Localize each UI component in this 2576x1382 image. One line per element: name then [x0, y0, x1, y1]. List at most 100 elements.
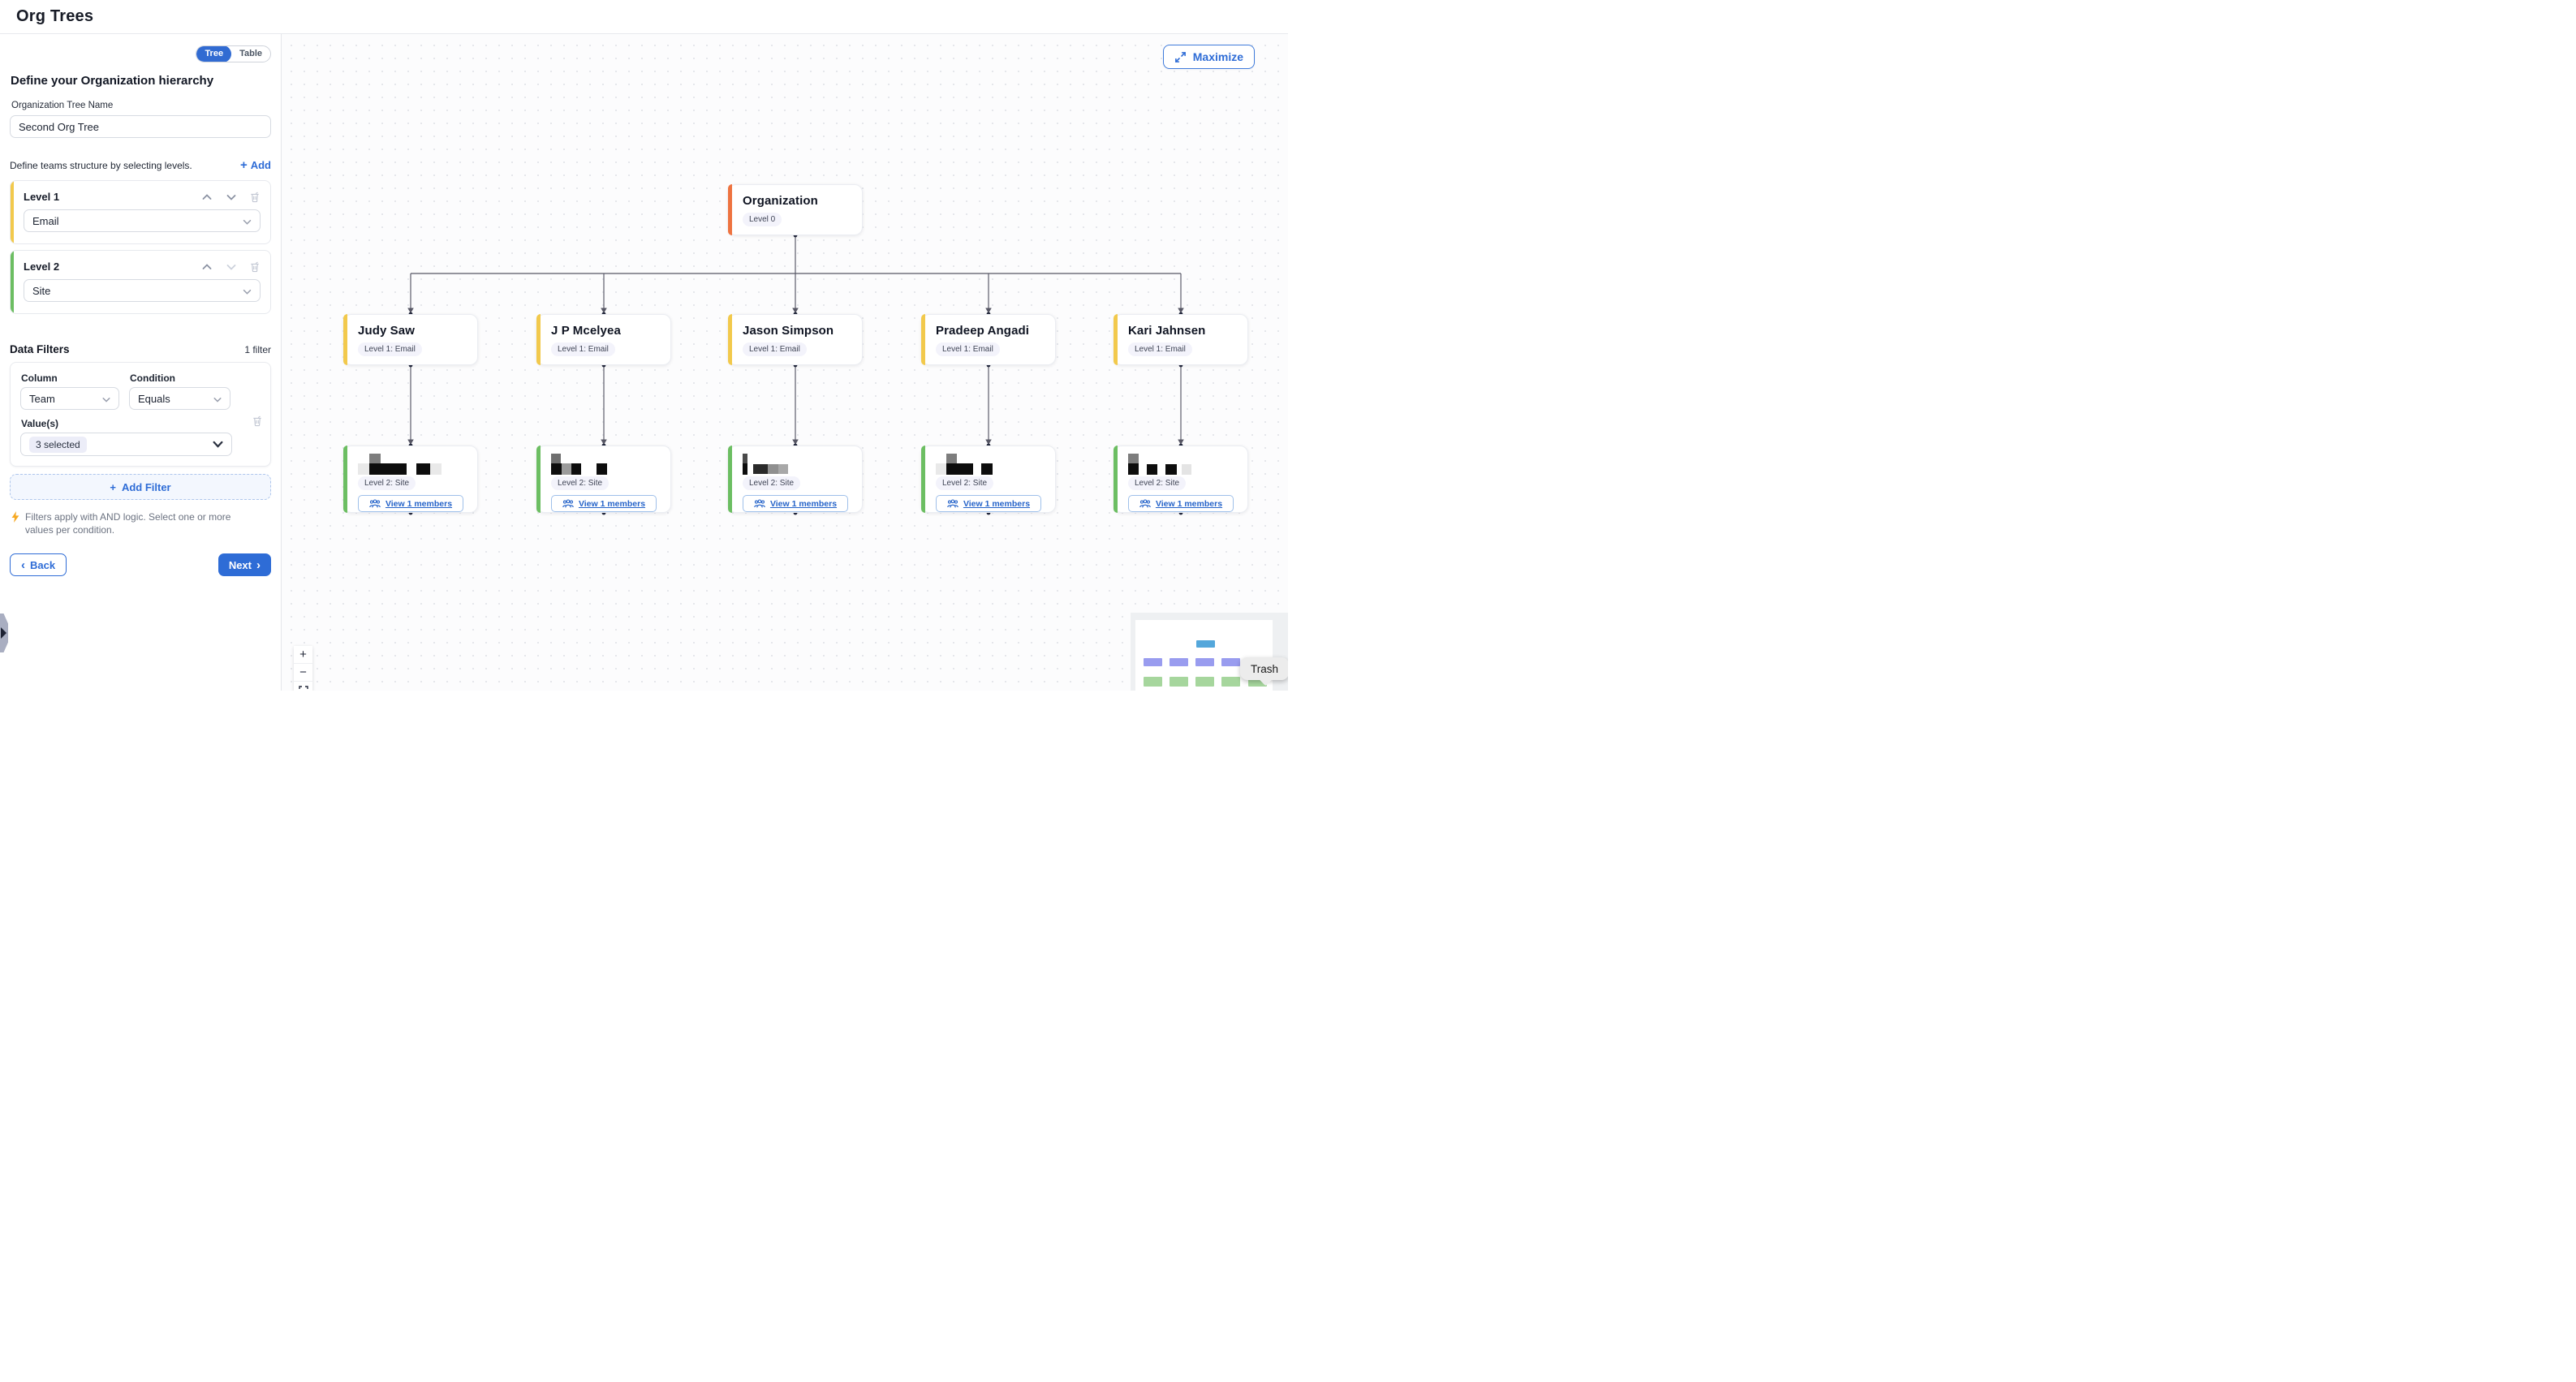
minimap-level2-node	[1195, 677, 1214, 687]
level-card-1: Level 1 Email	[10, 180, 271, 244]
minimap-level2-node	[1247, 677, 1267, 687]
plus-icon: +	[239, 158, 248, 172]
node-accent	[343, 446, 347, 513]
node-accent	[921, 446, 925, 513]
level-badge: Level 2: Site	[743, 476, 801, 490]
level1-node-jason-simpson[interactable]: Jason Simpson Level 1: Email	[728, 314, 863, 365]
people-icon	[947, 499, 958, 508]
chevron-down-icon	[243, 215, 252, 227]
condition-select[interactable]: Equals	[129, 387, 230, 410]
level2-node-3[interactable]: Level 2: Site View 1 members	[728, 446, 863, 513]
zoom-in-button[interactable]: +	[294, 646, 312, 664]
maximize-button[interactable]: Maximize	[1162, 45, 1255, 69]
org-node-root[interactable]: Organization Level 0	[728, 184, 863, 235]
move-down-button[interactable]	[226, 264, 236, 270]
node-accent	[536, 446, 541, 513]
people-icon	[1139, 499, 1151, 508]
data-filters-header: Data Filters 1 filter	[10, 343, 271, 355]
level2-node-2[interactable]: Level 2: Site View 1 members	[536, 446, 671, 513]
lightning-icon	[11, 511, 19, 523]
level-badge: Level 1: Email	[743, 342, 807, 356]
page-title: Org Trees	[16, 7, 94, 25]
level-badge: Level 0	[743, 213, 782, 226]
back-button[interactable]: ‹ Back	[10, 553, 67, 576]
level2-node-4[interactable]: Level 2: Site View 1 members	[921, 446, 1056, 513]
sidebar-panel: Tree Table Define your Organization hier…	[0, 34, 282, 691]
add-filter-button[interactable]: + Add Filter	[10, 474, 271, 500]
minimap-level1-node	[1221, 658, 1240, 666]
minimap-root-node	[1196, 640, 1215, 648]
add-level-button[interactable]: + Add	[239, 158, 271, 172]
level-2-select[interactable]: Site	[24, 279, 261, 302]
org-chart-canvas[interactable]: Organization Level 0 Judy Saw Level 1: Em…	[282, 34, 1288, 691]
level2-node-5[interactable]: Level 2: Site View 1 members	[1114, 446, 1248, 513]
zoom-out-button[interactable]: −	[294, 664, 312, 682]
data-filters-title: Data Filters	[10, 343, 70, 355]
level2-node-1[interactable]: Level 2: Site View 1 members	[343, 446, 478, 513]
node-title: Organization	[743, 194, 818, 208]
node-accent	[343, 314, 347, 365]
level-2-accent	[11, 251, 14, 313]
trash-icon[interactable]	[249, 260, 261, 273]
selected-count-chip: 3 selected	[29, 436, 87, 453]
trash-icon[interactable]	[249, 191, 261, 203]
node-accent	[1114, 446, 1118, 513]
level-badge: Level 1: Email	[358, 342, 422, 356]
hierarchy-heading: Define your Organization hierarchy	[11, 74, 214, 88]
fit-view-button[interactable]	[294, 682, 312, 691]
view-members-button[interactable]: View 1 members	[936, 495, 1041, 512]
org-trees-app: Org Trees Tree Table Define your Organiz…	[0, 0, 1288, 691]
chevron-down-icon	[213, 393, 222, 405]
filter-card: Column Team Condition Equals Value(s)	[10, 362, 271, 467]
tree-nodes-layer: Organization Level 0 Judy Saw Level 1: Em…	[282, 34, 1288, 691]
column-select[interactable]: Team	[20, 387, 119, 410]
node-title: Judy Saw	[358, 324, 415, 338]
view-toggle-row: Tree Table	[10, 45, 271, 62]
node-title: Pradeep Angadi	[936, 324, 1030, 338]
tab-table[interactable]: Table	[231, 46, 270, 62]
level-1-accent	[11, 181, 14, 243]
redacted-name	[743, 454, 840, 475]
level1-node-j-p-mcelyea[interactable]: J P Mcelyea Level 1: Email	[536, 314, 671, 365]
redacted-name	[936, 454, 1033, 475]
minimap-level1-node	[1169, 658, 1188, 666]
level-badge: Level 2: Site	[1128, 476, 1187, 490]
condition-label: Condition	[130, 372, 175, 384]
node-accent	[536, 314, 541, 365]
move-down-button[interactable]	[226, 194, 236, 200]
level-badge: Level 1: Email	[551, 342, 615, 356]
tree-name-input[interactable]	[10, 115, 271, 138]
level-1-select[interactable]: Email	[24, 209, 261, 232]
minimap-level1-node	[1195, 658, 1214, 666]
minimap-level2-node	[1143, 677, 1162, 687]
filters-note: Filters apply with AND logic. Select one…	[11, 510, 251, 536]
view-members-button[interactable]: View 1 members	[743, 495, 848, 512]
trash-icon[interactable]	[252, 415, 263, 427]
column-label: Column	[21, 372, 58, 384]
people-icon	[754, 499, 765, 508]
zoom-controls: + −	[294, 646, 312, 691]
filter-count: 1 filter	[244, 343, 271, 355]
minimap-level1-node	[1143, 658, 1162, 666]
fit-view-icon	[298, 686, 308, 689]
chevron-down-icon	[243, 285, 252, 297]
tab-tree[interactable]: Tree	[196, 46, 232, 62]
move-up-button[interactable]	[202, 263, 212, 270]
chevron-down-icon	[213, 438, 223, 450]
view-members-button[interactable]: View 1 members	[1128, 495, 1234, 512]
level1-node-kari-jahnsen[interactable]: Kari Jahnsen Level 1: Email	[1114, 314, 1248, 365]
trash-tooltip: Trash	[1240, 657, 1288, 680]
level-1-title: Level 1	[24, 191, 60, 203]
view-members-button[interactable]: View 1 members	[551, 495, 657, 512]
level-card-2: Level 2 Site	[10, 250, 271, 314]
levels-hint: Define teams structure by selecting leve…	[10, 159, 192, 171]
level1-node-pradeep-angadi[interactable]: Pradeep Angadi Level 1: Email	[921, 314, 1056, 365]
level1-node-judy-saw[interactable]: Judy Saw Level 1: Email	[343, 314, 478, 365]
sidebar-collapse-handle[interactable]	[0, 614, 8, 652]
next-button[interactable]: Next ›	[218, 553, 271, 576]
people-icon	[562, 499, 574, 508]
move-up-button[interactable]	[202, 193, 212, 200]
minimap-level2-node	[1221, 677, 1240, 687]
values-multiselect[interactable]: 3 selected	[20, 433, 232, 456]
view-members-button[interactable]: View 1 members	[358, 495, 463, 512]
